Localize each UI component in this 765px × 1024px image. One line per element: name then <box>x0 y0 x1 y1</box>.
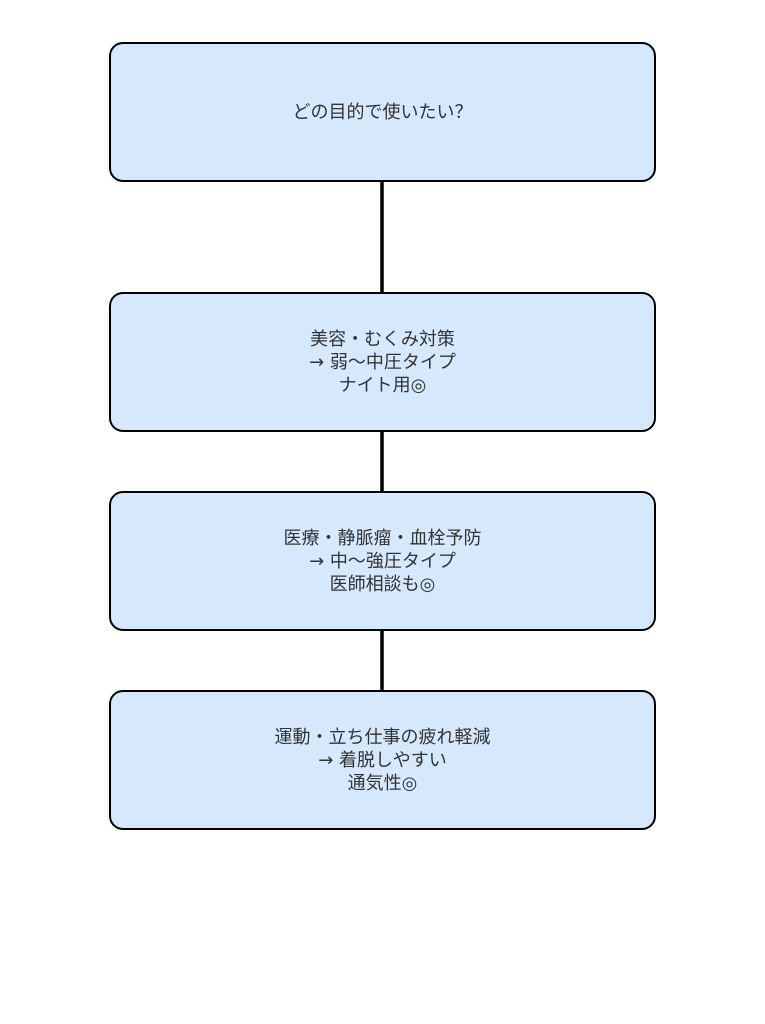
node-text: → 中〜強圧タイプ <box>309 550 456 572</box>
node-text: 医療・静脈瘤・血栓予防 <box>283 527 482 549</box>
node-text: ナイト用◎ <box>338 374 427 396</box>
node-text: 美容・むくみ対策 <box>310 328 455 350</box>
node-text: → 着脱しやすい <box>318 749 447 771</box>
node-medical: 医療・静脈瘤・血栓予防 → 中〜強圧タイプ 医師相談も◎ <box>109 491 656 631</box>
node-text: 医師相談も◎ <box>329 573 436 595</box>
node-exercise-standing: 運動・立ち仕事の疲れ軽減 → 着脱しやすい 通気性◎ <box>109 690 656 830</box>
node-purpose-question: どの目的で使いたい？ <box>109 42 656 182</box>
node-text: どの目的で使いたい？ <box>292 101 473 123</box>
node-text: 通気性◎ <box>347 772 418 794</box>
node-text: → 弱〜中圧タイプ <box>309 351 456 373</box>
node-beauty-swelling: 美容・むくみ対策 → 弱〜中圧タイプ ナイト用◎ <box>109 292 656 432</box>
node-text: 運動・立ち仕事の疲れ軽減 <box>274 726 491 748</box>
